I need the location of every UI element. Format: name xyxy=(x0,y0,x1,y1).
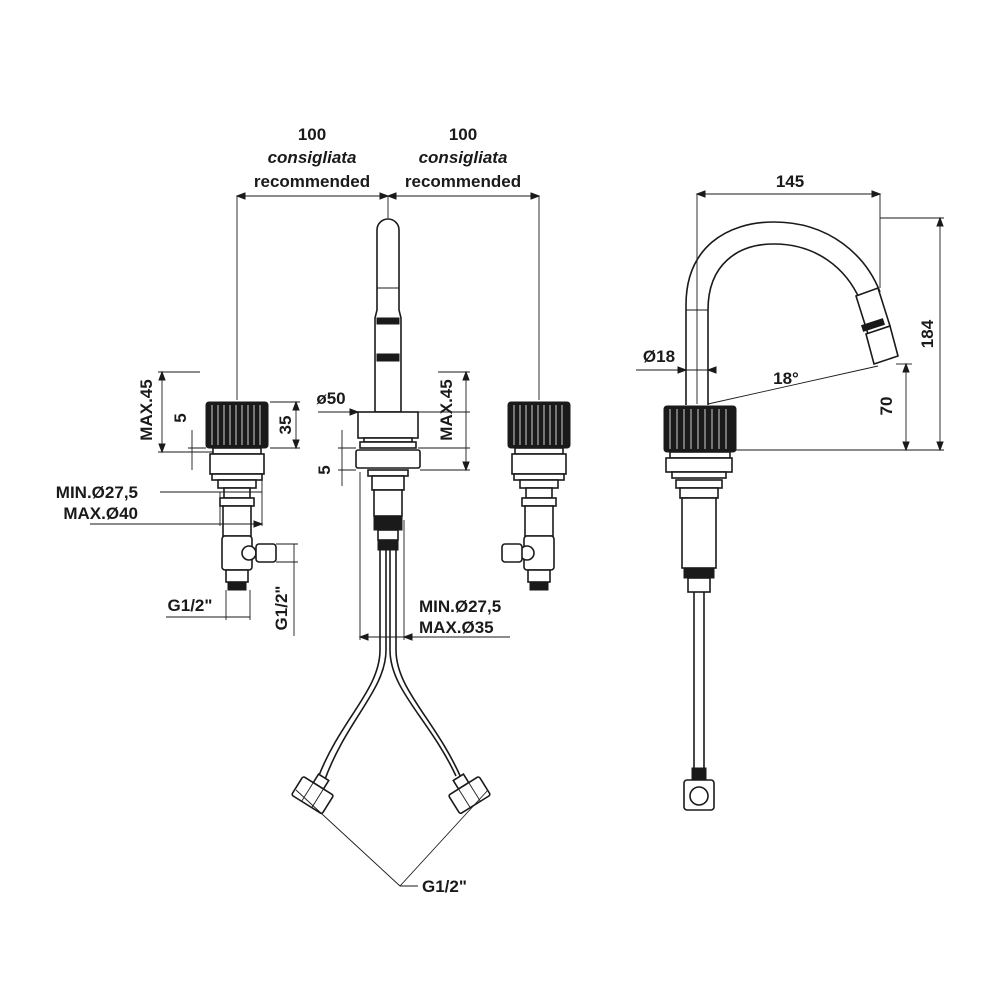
right-valve xyxy=(501,401,571,591)
right-spacing-note-it: consigliata xyxy=(419,148,508,167)
left-thread-horizontal-label: G1/2" xyxy=(168,596,213,615)
hose-thread-label: G1/2" xyxy=(422,877,467,896)
center-hole-max-label: MAX.Ø35 xyxy=(419,618,494,637)
left-handle-height-label: 35 xyxy=(276,416,295,435)
left-spacing-note-en: recommended xyxy=(254,172,370,191)
center-dimension-lines xyxy=(295,370,510,887)
left-hole-max-label: MAX.Ø40 xyxy=(63,504,138,523)
side-height-label: 184 xyxy=(918,319,937,348)
side-view-dimension-lines xyxy=(636,190,944,452)
left-hole-min-label: MIN.Ø27,5 xyxy=(56,483,138,502)
left-thread-vertical-label: G1/2" xyxy=(272,586,291,631)
left-ring-label: 5 xyxy=(171,413,190,422)
left-valve-dimension-lines xyxy=(90,370,300,636)
center-hole-min-label: MIN.Ø27,5 xyxy=(419,597,501,616)
spout-angle-label: 18° xyxy=(773,369,799,388)
right-spacing-value: 100 xyxy=(449,125,477,144)
center-spout xyxy=(291,218,491,815)
spout-diameter-label: Ø18 xyxy=(643,347,675,366)
side-reach-label: 145 xyxy=(776,172,804,191)
left-spacing-note-it: consigliata xyxy=(268,148,357,167)
center-max-thickness-label: MAX.45 xyxy=(437,379,456,440)
left-max-thickness-label: MAX.45 xyxy=(137,379,156,440)
side-view-spout xyxy=(663,221,899,811)
left-spacing-value: 100 xyxy=(298,125,326,144)
top-dimension-lines xyxy=(235,192,541,400)
right-spacing-note-en: recommended xyxy=(405,172,521,191)
base-diameter-label: ø50 xyxy=(316,389,345,408)
center-ring-label: 5 xyxy=(315,465,334,474)
spout-height-label: 70 xyxy=(877,397,896,416)
left-valve xyxy=(205,401,277,591)
